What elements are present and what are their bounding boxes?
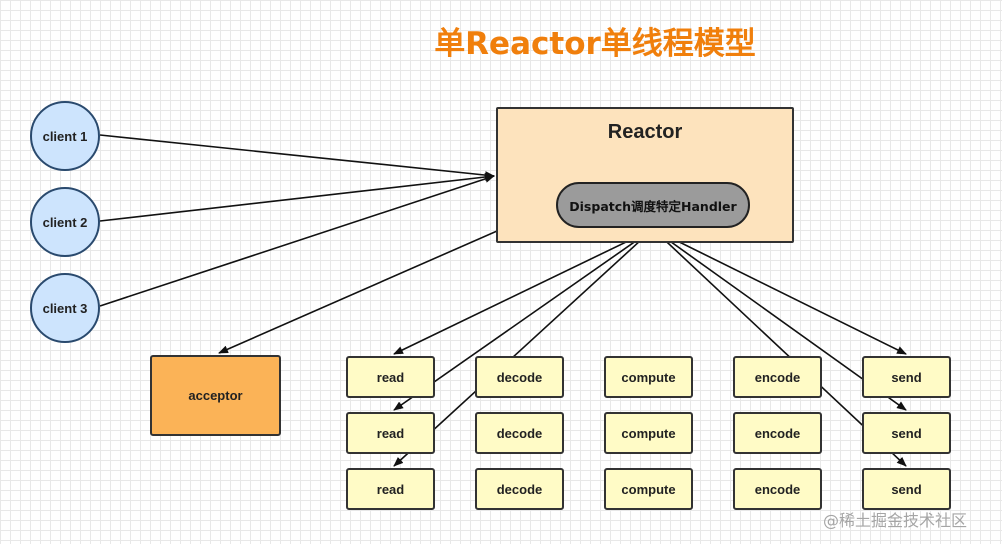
send-task-3: send bbox=[862, 468, 951, 510]
encode-task-3: encode bbox=[733, 468, 822, 510]
arrow-client1-reactor bbox=[99, 134, 495, 180]
read-task-3: read bbox=[346, 468, 435, 510]
reactor-title: Reactor bbox=[607, 121, 683, 143]
encode-task-2: encode bbox=[733, 412, 822, 454]
encode-task-1: encode bbox=[733, 356, 822, 398]
arrow-client3-reactor bbox=[99, 175, 495, 307]
decode-task-1: decode bbox=[475, 356, 564, 398]
client-3-node: client 3 bbox=[30, 273, 100, 343]
send-task-1: send bbox=[862, 356, 951, 398]
arrow-dispatch-read3 bbox=[393, 228, 654, 467]
compute-task-3: compute bbox=[604, 468, 693, 510]
acceptor-box: acceptor bbox=[150, 355, 281, 436]
client-1-node: client 1 bbox=[30, 101, 100, 171]
read-task-2: read bbox=[346, 412, 435, 454]
client-2-node: client 2 bbox=[30, 187, 100, 257]
read-task-1: read bbox=[346, 356, 435, 398]
arrow-dispatch-read1 bbox=[393, 228, 654, 355]
dispatch-handler: Dispatch调度特定Handler bbox=[556, 182, 750, 228]
arrow-dispatch-send1 bbox=[652, 228, 907, 355]
watermark: @稀土掘金技术社区 bbox=[823, 511, 968, 530]
arrow-client2-reactor bbox=[99, 173, 495, 222]
diagram-title: 单Reactor单线程模型 bbox=[434, 26, 756, 62]
decode-task-3: decode bbox=[475, 468, 564, 510]
compute-task-1: compute bbox=[604, 356, 693, 398]
decode-task-2: decode bbox=[475, 412, 564, 454]
send-task-2: send bbox=[862, 412, 951, 454]
compute-task-2: compute bbox=[604, 412, 693, 454]
arrow-dispatch-read2 bbox=[393, 228, 654, 411]
